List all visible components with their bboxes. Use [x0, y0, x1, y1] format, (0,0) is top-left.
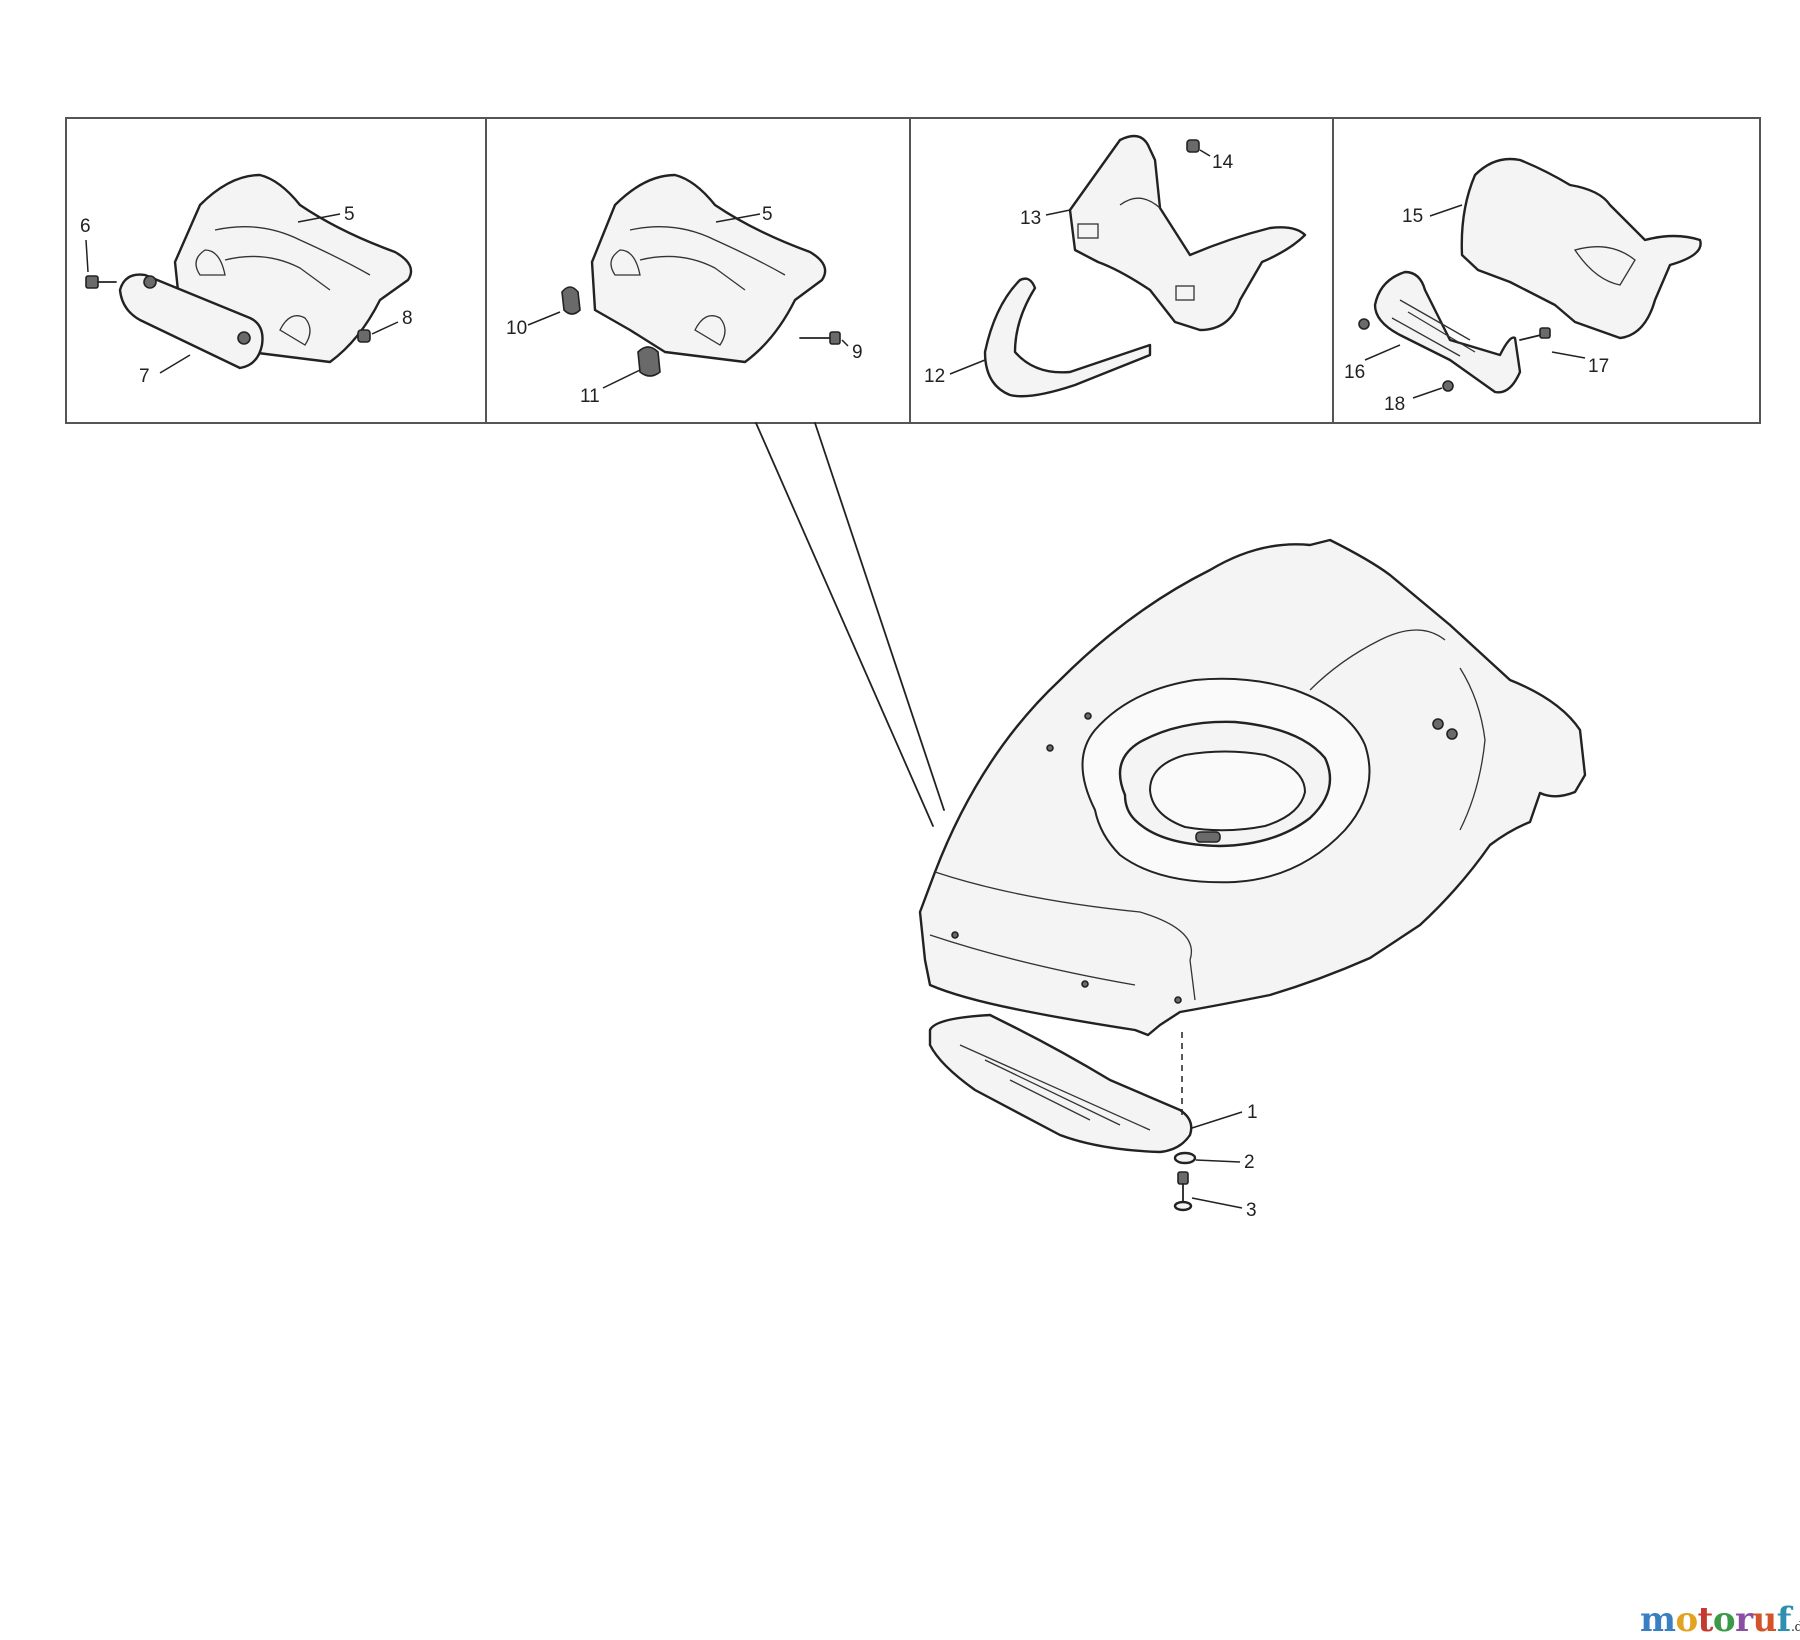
callout-6: 6	[80, 216, 91, 237]
bracket-16	[1373, 270, 1522, 394]
cover-12	[983, 277, 1152, 398]
brand-letter: r	[1735, 1600, 1753, 1640]
callout-2: 2	[1244, 1152, 1255, 1173]
nut-8	[357, 329, 371, 343]
mower-deck	[918, 538, 1587, 1037]
nut-18	[1442, 380, 1454, 392]
brand-letter: o	[1712, 1600, 1736, 1640]
handle-part	[118, 273, 264, 370]
callout-17: 17	[1588, 356, 1609, 377]
inset-panels	[65, 117, 1761, 424]
brand-letter: u	[1752, 1600, 1778, 1640]
cover-15	[1460, 157, 1702, 340]
panel-1: 6 5 8 7	[80, 173, 413, 387]
brand-letter: o	[1675, 1600, 1698, 1640]
callout-11: 11	[580, 386, 600, 407]
inset-frame	[65, 117, 1761, 424]
screw-6	[85, 275, 117, 289]
callout-5a: 5	[344, 204, 355, 225]
callout-3: 3	[1246, 1200, 1257, 1221]
brand-letter: f	[1776, 1600, 1792, 1640]
callout-16: 16	[1344, 362, 1365, 383]
rear-cover-part-2	[590, 173, 827, 364]
deflector-part	[928, 1013, 1193, 1154]
brand-watermark: motoruf.de	[1640, 1600, 1800, 1640]
screw-17	[1519, 327, 1551, 341]
panel-2: 5 10 9 11	[506, 173, 863, 407]
callout-14: 14	[1212, 152, 1234, 173]
fastener-10	[561, 286, 581, 315]
callout-8: 8	[402, 308, 413, 329]
zoom-pointer	[755, 422, 945, 827]
callout-10: 10	[506, 318, 527, 339]
washer-2	[1173, 1151, 1197, 1165]
callout-9: 9	[852, 342, 863, 363]
brand-letter: t	[1697, 1600, 1714, 1640]
panel-4: 15 16 17 18	[1344, 157, 1702, 415]
callout-5b: 5	[762, 204, 773, 225]
callout-13: 13	[1020, 208, 1041, 229]
brand-letter: m	[1640, 1600, 1676, 1640]
callout-12: 12	[924, 366, 945, 387]
callout-18: 18	[1384, 394, 1405, 415]
fastener-11	[637, 346, 661, 377]
nut-extra	[1358, 318, 1370, 330]
cover-13	[1068, 134, 1307, 332]
screw-3	[1173, 1171, 1193, 1212]
nut-14	[1186, 139, 1200, 153]
panel-3: 14 13 12	[924, 134, 1307, 398]
callout-1: 1	[1247, 1102, 1258, 1123]
callout-7: 7	[139, 366, 150, 387]
brand-suffix: .de	[1790, 1620, 1800, 1635]
callout-15: 15	[1402, 206, 1423, 227]
screw-9	[799, 331, 841, 345]
